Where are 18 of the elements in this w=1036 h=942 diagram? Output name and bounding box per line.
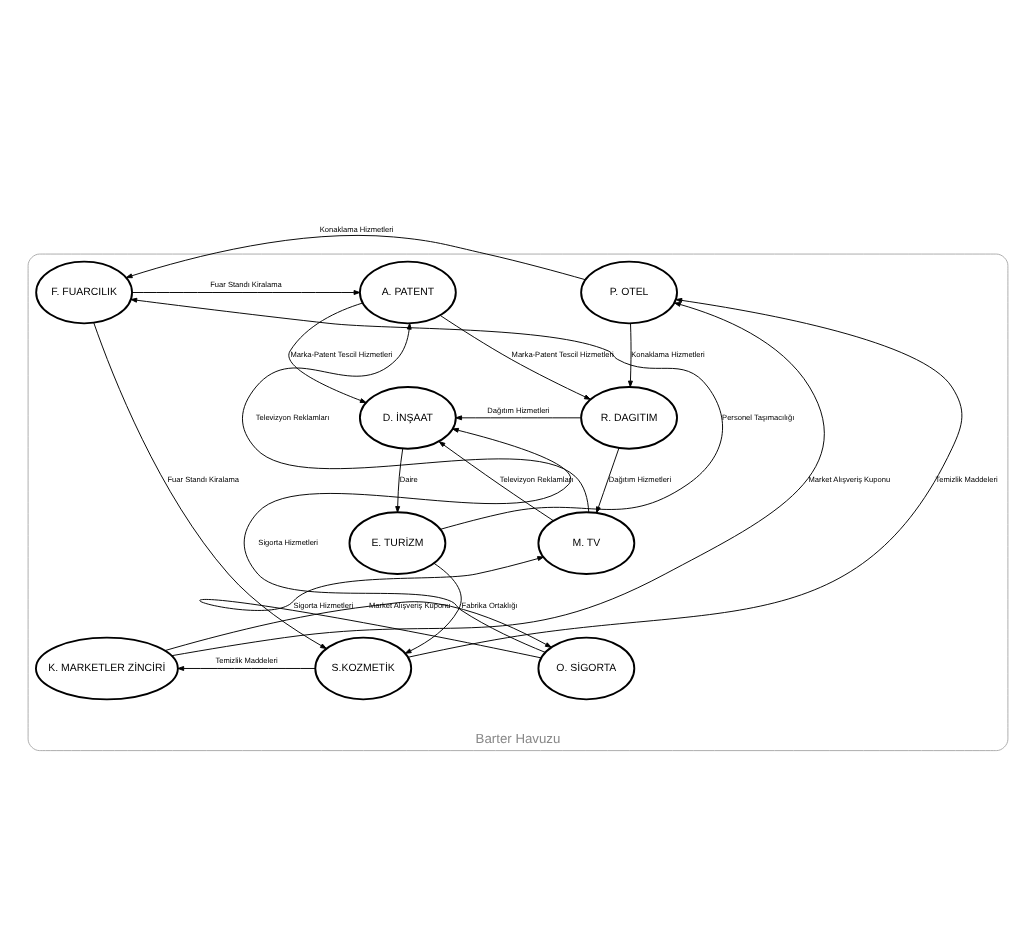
arrow <box>131 290 361 295</box>
arrow <box>200 556 544 659</box>
arrow <box>395 448 404 513</box>
arrow <box>404 562 462 654</box>
arrow <box>177 666 316 671</box>
arrow <box>243 427 572 653</box>
arrow <box>628 323 633 388</box>
arrow <box>407 297 963 658</box>
arrow <box>93 322 327 650</box>
arrow <box>438 441 554 522</box>
arrow <box>288 302 367 404</box>
arrow <box>130 297 723 530</box>
arrow <box>455 415 582 421</box>
arrow <box>439 315 591 400</box>
arrow <box>171 302 825 657</box>
arrow <box>125 235 586 281</box>
arrow <box>242 322 590 513</box>
arrow <box>164 601 552 652</box>
